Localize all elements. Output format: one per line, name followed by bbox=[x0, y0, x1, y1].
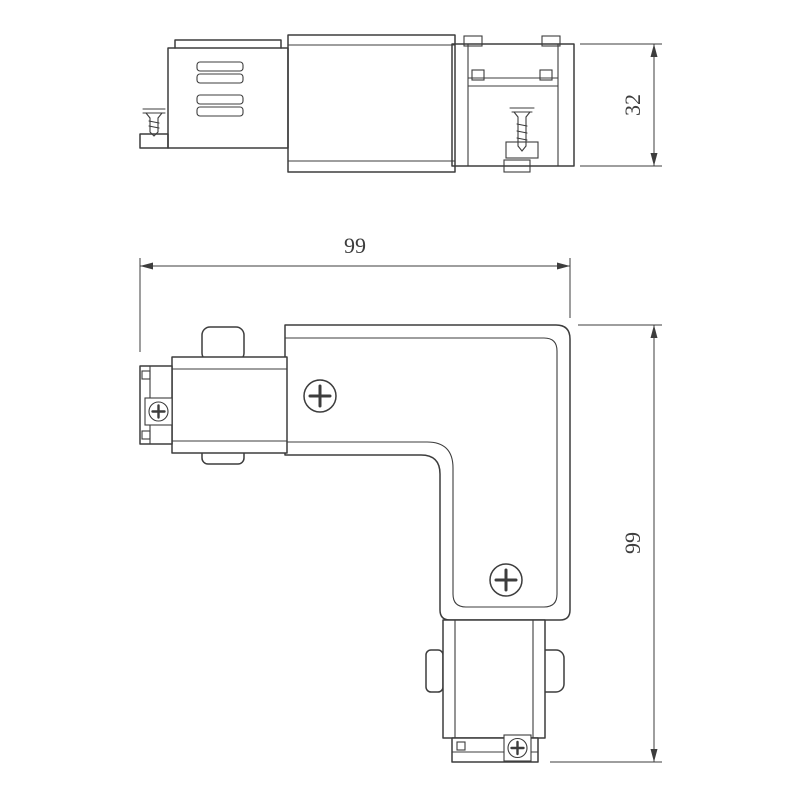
right-end-connector-side bbox=[451, 35, 575, 173]
arrowhead-up bbox=[650, 325, 658, 338]
dim-plan-height: 99 bbox=[550, 324, 662, 763]
arrowhead-up bbox=[650, 44, 658, 57]
arrowhead-down bbox=[650, 749, 658, 762]
terminal-detail bbox=[539, 69, 553, 81]
l-body-cover-outline bbox=[284, 337, 558, 608]
top-lip bbox=[174, 39, 282, 49]
bottom-plug-end bbox=[425, 619, 565, 763]
dim-side-height: 32 bbox=[580, 43, 662, 167]
clip-tab bbox=[463, 35, 483, 47]
plug-body bbox=[442, 619, 546, 739]
body-outline bbox=[287, 34, 456, 173]
cap-detail bbox=[141, 430, 151, 440]
plan-view: 99 bbox=[139, 233, 662, 763]
terminal-detail bbox=[471, 69, 485, 81]
cover-screw-icon bbox=[303, 379, 337, 413]
side-height-dim-label: 32 bbox=[620, 94, 645, 116]
plan-height-dim-label: 99 bbox=[620, 532, 645, 554]
arrowhead-left bbox=[140, 262, 153, 270]
arrowhead-right bbox=[557, 262, 570, 270]
arrowhead-down bbox=[650, 153, 658, 166]
right-block-outline bbox=[451, 43, 575, 167]
screw-bracket bbox=[505, 141, 539, 159]
bottom-notch bbox=[503, 159, 531, 173]
contact-slot bbox=[196, 73, 244, 84]
contact-slot bbox=[196, 61, 244, 72]
cap-detail bbox=[141, 370, 151, 380]
screw-side-icon bbox=[509, 107, 535, 152]
phillips-screw-icon bbox=[148, 401, 169, 422]
plug-body bbox=[171, 356, 288, 454]
contact-slot bbox=[196, 106, 244, 117]
cover-screw-icon bbox=[489, 563, 523, 597]
contact-slot bbox=[196, 94, 244, 105]
clip-tab bbox=[541, 35, 561, 47]
left-block-outline bbox=[167, 47, 289, 149]
cap-detail bbox=[456, 741, 466, 751]
mount-foot bbox=[139, 133, 169, 149]
left-plug-end bbox=[139, 326, 288, 465]
dim-plan-width: 99 bbox=[139, 233, 571, 352]
l-body bbox=[284, 324, 571, 621]
screw-side-icon bbox=[142, 108, 166, 137]
latch-tab-left bbox=[425, 649, 444, 693]
left-end-connector-side bbox=[139, 39, 289, 149]
plan-width-dim-label: 99 bbox=[344, 233, 366, 258]
side-view: 32 bbox=[139, 34, 662, 173]
phillips-screw-icon bbox=[507, 737, 528, 759]
l-body-outer-outline bbox=[284, 324, 571, 621]
body-side bbox=[287, 34, 456, 173]
latch-tab-top bbox=[201, 326, 245, 362]
